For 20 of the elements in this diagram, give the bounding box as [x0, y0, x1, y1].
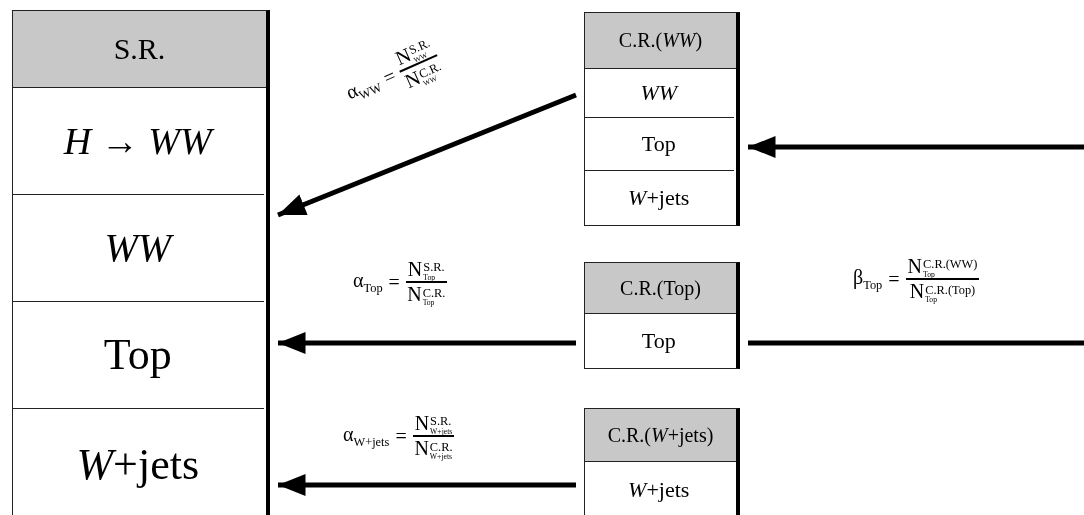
row-label: W+jets: [628, 184, 690, 211]
table: [584, 262, 740, 369]
arrow: [277, 92, 577, 218]
table-header: S.R.: [13, 11, 266, 88]
table-header: C.R.(WW): [585, 13, 736, 69]
row-label: Top: [641, 130, 676, 157]
table: [12, 10, 270, 515]
row-label: Top: [103, 329, 172, 380]
table-header: C.R.(Top): [585, 263, 736, 314]
table-header: C.R.(W+jets): [585, 409, 736, 462]
row-label: W+jets: [76, 438, 200, 490]
arrow: [748, 136, 1084, 158]
arrow: [278, 332, 576, 354]
table: [584, 12, 740, 226]
row-label: Top: [641, 327, 676, 354]
row-label: WW: [640, 79, 678, 106]
table: [584, 408, 740, 515]
row-label: W+jets: [628, 477, 690, 503]
arrow: [278, 474, 576, 496]
row-label: WW: [104, 224, 172, 271]
